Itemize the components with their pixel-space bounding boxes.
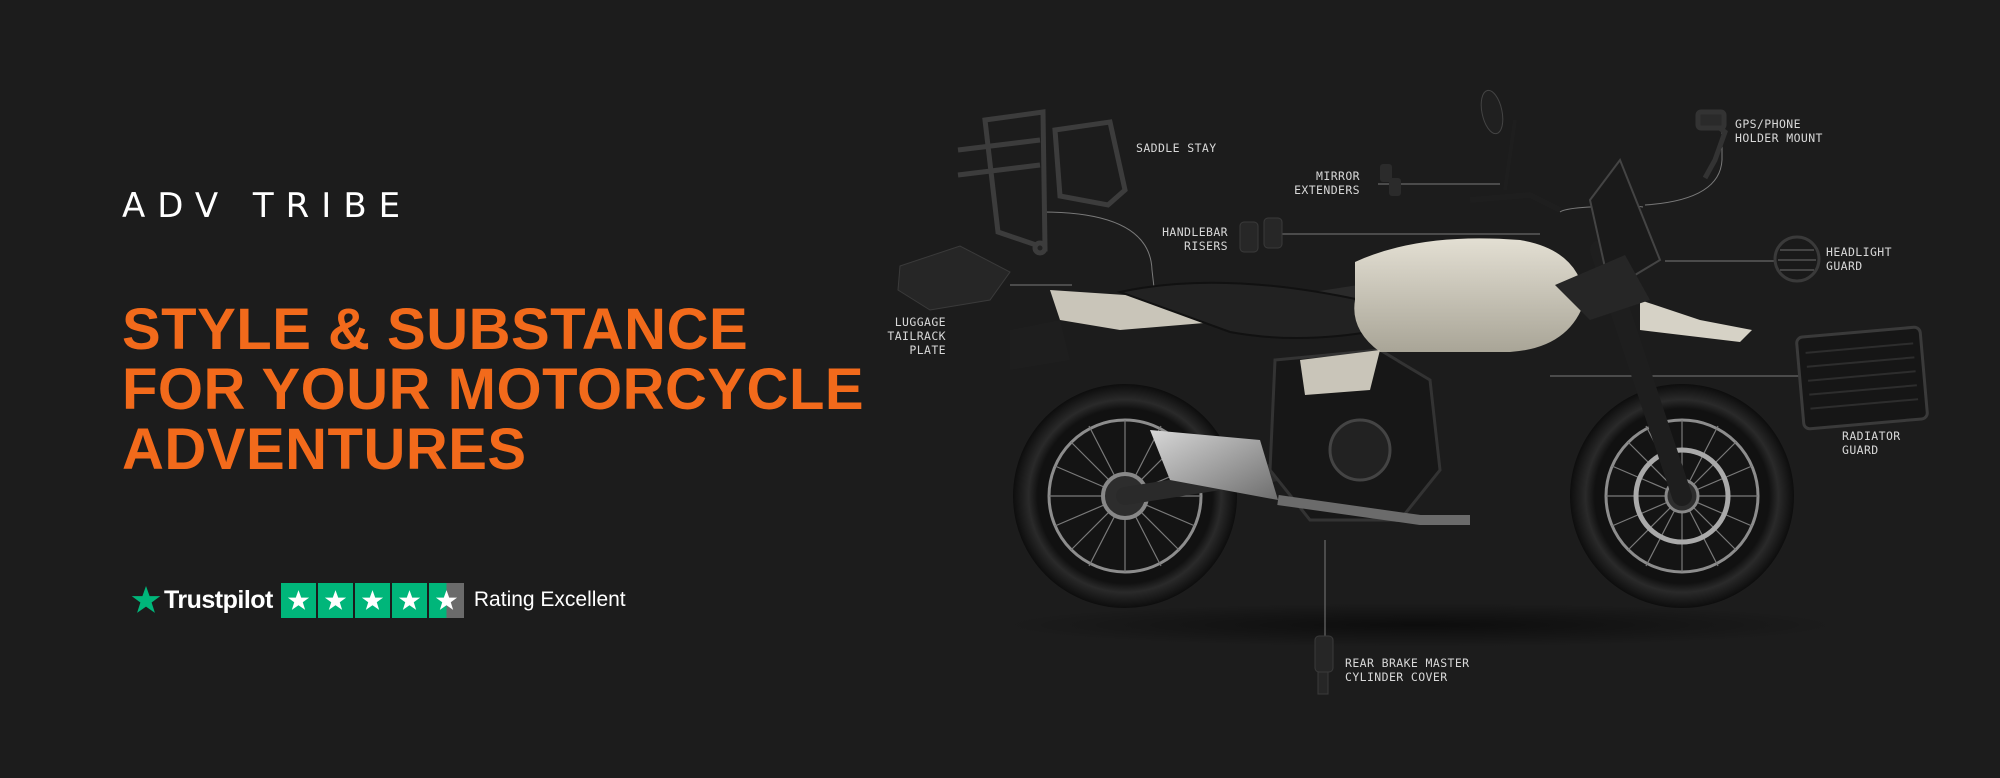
- callout-luggage-plate: LUGGAGE TAILRACK PLATE: [887, 315, 946, 357]
- trustpilot-rating[interactable]: Trustpilot Rating Excellent: [130, 582, 626, 618]
- star-rating: [280, 582, 464, 618]
- star-icon: [317, 582, 353, 618]
- saddle-stay-part: [957, 109, 1128, 256]
- headlight-guard-part: [1773, 235, 1821, 283]
- callout-handlebar-risers: HANDLEBAR RISERS: [1162, 225, 1228, 253]
- callout-rear-brake-cover: REAR BRAKE MASTER CYLINDER COVER: [1345, 656, 1470, 684]
- star-icon: [280, 582, 316, 618]
- callout-gps-holder: GPS/PHONE HOLDER MOUNT: [1735, 117, 1823, 145]
- radiator-guard-part: [1795, 325, 1929, 431]
- callout-saddle-stay: SADDLE STAY: [1136, 141, 1217, 155]
- ground-shadow: [1000, 603, 1840, 647]
- callout-headlight-guard: HEADLIGHT GUARD: [1826, 245, 1892, 273]
- brand-logo[interactable]: ADV TRIBE: [122, 186, 413, 226]
- luggage-plate-part: [897, 245, 1011, 311]
- half-star-icon: [428, 582, 464, 618]
- rating-label: Rating Excellent: [473, 588, 626, 611]
- handlebar-risers-part: [1239, 217, 1283, 253]
- headline-line-1: STYLE & SUBSTANCE: [122, 297, 749, 362]
- headline-line-2: FOR YOUR MOTORCYCLE: [122, 357, 865, 422]
- motorcycle: [1010, 89, 1794, 608]
- star-icon: [391, 582, 427, 618]
- callout-radiator-guard: RADIATOR GUARD: [1842, 429, 1901, 457]
- gps-holder-part: [1695, 109, 1728, 180]
- rear-brake-cover-part: [1314, 635, 1334, 695]
- mirror-extenders-part: [1380, 164, 1401, 196]
- star-icon: [354, 582, 390, 618]
- headline-line-3: ADVENTURES: [122, 417, 527, 482]
- trustpilot-wordmark: Trustpilot: [164, 585, 273, 614]
- trustpilot-star-icon: [131, 586, 161, 613]
- callout-mirror-extenders: MIRROR EXTENDERS: [1294, 169, 1360, 197]
- headline: STYLE & SUBSTANCE FOR YOUR MOTORCYCLE AD…: [122, 300, 864, 480]
